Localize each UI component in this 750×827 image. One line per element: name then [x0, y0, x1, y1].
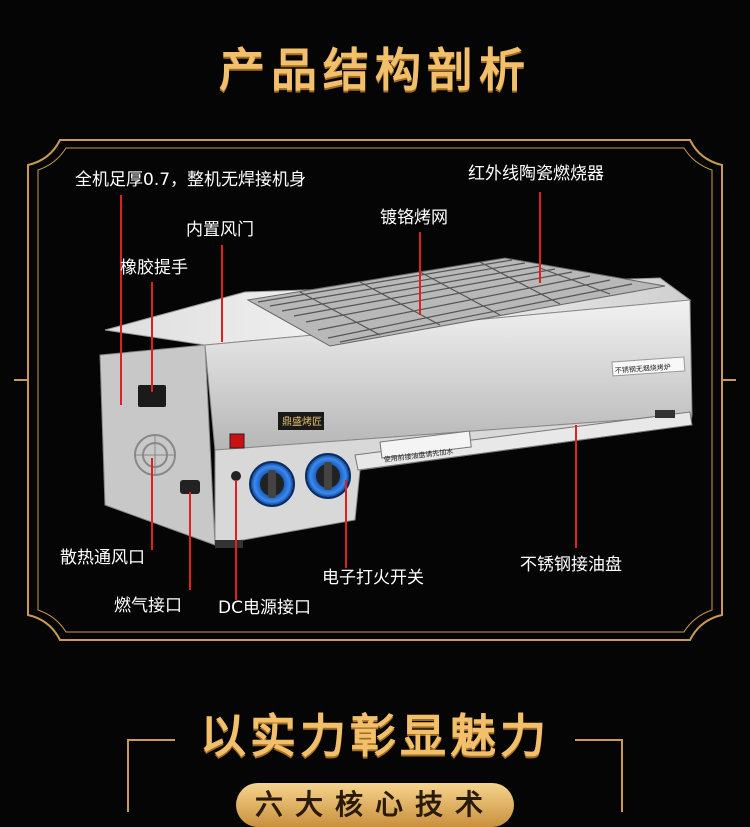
rubber-handle [138, 385, 166, 407]
section-subtitle: 以实力彰显魅力 [200, 709, 550, 763]
gold-frame [14, 139, 736, 641]
gas-inlet [180, 480, 200, 494]
label-burner: 红外线陶瓷燃烧器 [468, 164, 604, 184]
section-badge: 六大核心技术 [236, 783, 514, 827]
brand-logo [278, 412, 324, 430]
bottom-ornament [127, 739, 623, 812]
label-dc: DC电源接口 [218, 598, 311, 618]
label-handle: 橡胶提手 [120, 258, 188, 278]
label-gas: 燃气接口 [114, 596, 182, 616]
chrome-grill-grate [246, 257, 666, 347]
ignition-knob-right [305, 453, 351, 499]
label-tray: 不锈钢接油盘 [520, 555, 622, 575]
dc-port [231, 471, 241, 481]
svg-text:鼎盛烤匠: 鼎盛烤匠 [282, 415, 322, 428]
page-title: 产品结构剖析 [219, 43, 531, 97]
label-grill: 镀铬烤网 [380, 208, 448, 228]
vent-grille [134, 434, 176, 476]
label-damper: 内置风门 [186, 220, 254, 240]
ignition-knob-left [249, 461, 295, 507]
power-switch [229, 433, 245, 449]
callout-pointers [120, 192, 577, 600]
label-vent: 散热通风口 [60, 548, 145, 568]
label-body: 全机足厚0.7，整机无焊接机身 [75, 170, 307, 190]
side-sticker: 不锈钢无烟烧烤炉 [615, 362, 671, 375]
label-ignition: 电子打火开关 [322, 568, 424, 588]
